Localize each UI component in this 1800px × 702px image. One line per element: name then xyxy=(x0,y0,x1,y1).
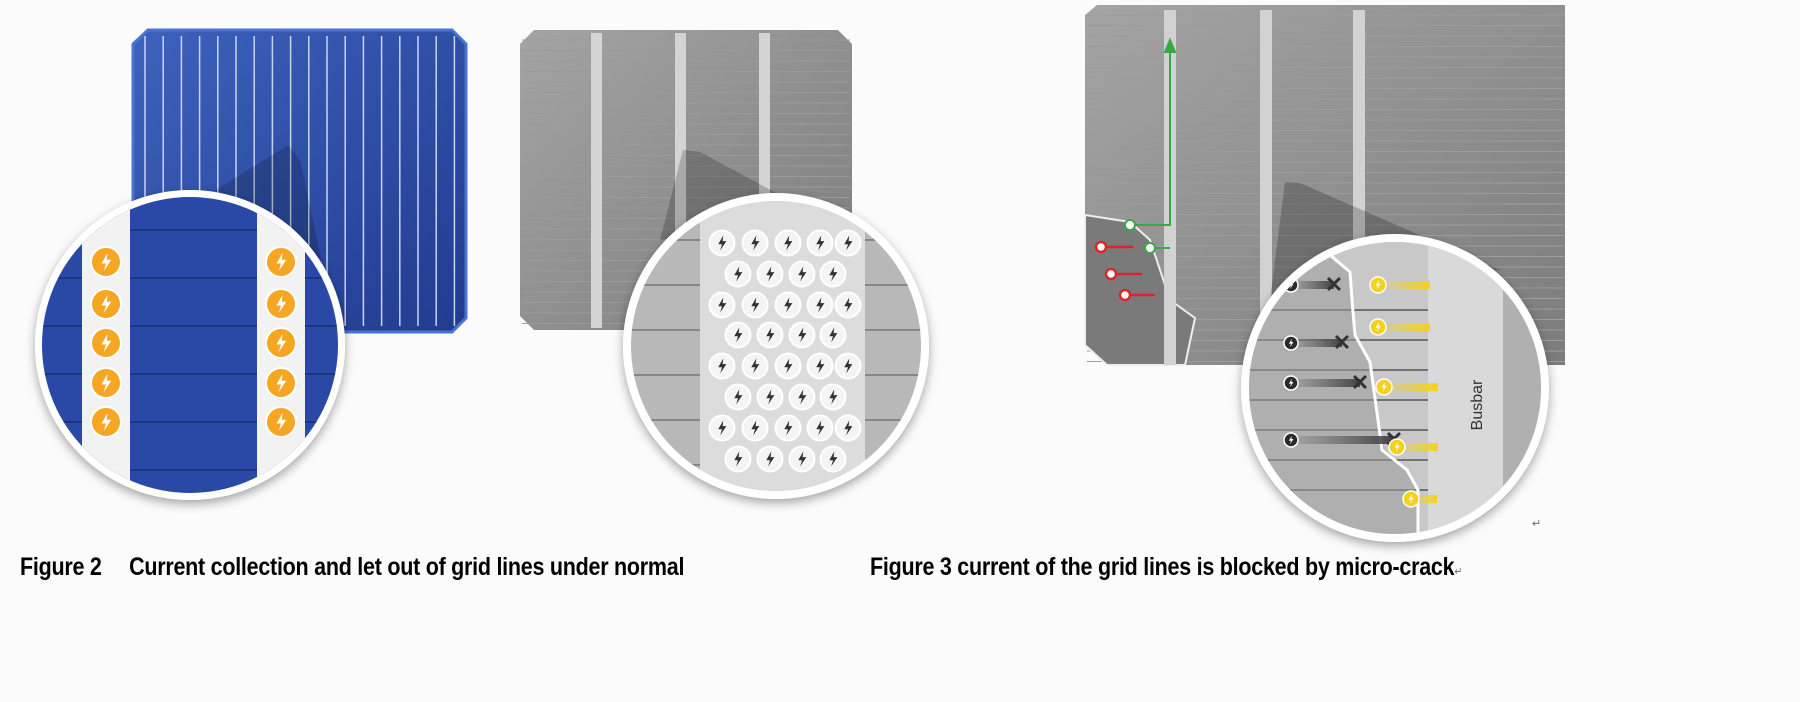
white-current-icon xyxy=(806,229,834,257)
white-current-icon xyxy=(756,445,784,473)
white-current-icon xyxy=(774,352,802,380)
orange-current-icon xyxy=(90,406,122,438)
white-current-icon xyxy=(834,291,862,319)
white-current-icon xyxy=(788,445,816,473)
white-current-icon xyxy=(819,445,847,473)
white-current-icon xyxy=(724,321,752,349)
white-current-icon xyxy=(708,291,736,319)
blocked-current-icon xyxy=(1283,432,1299,448)
yellow-current-icon xyxy=(1388,438,1406,456)
yellow-current-icon xyxy=(1369,276,1387,294)
micro-crack-line xyxy=(1323,242,1420,534)
caption-text: Current collection and let out of grid l… xyxy=(129,553,685,581)
current-flow-trail xyxy=(1385,281,1430,289)
blocked-current-trail xyxy=(1290,339,1342,347)
white-current-icon xyxy=(756,383,784,411)
blocked-x-icon: ✕ xyxy=(1333,330,1351,355)
white-current-icon xyxy=(708,352,736,380)
white-current-icon xyxy=(756,260,784,288)
white-current-icon xyxy=(834,414,862,442)
current-flow-trail xyxy=(1411,495,1437,503)
blocked-current-icon xyxy=(1283,335,1299,351)
white-current-icon xyxy=(741,291,769,319)
white-current-icon xyxy=(788,260,816,288)
orange-current-icon xyxy=(90,288,122,320)
orange-current-icon xyxy=(265,288,297,320)
white-current-icon xyxy=(741,352,769,380)
busbar xyxy=(1260,10,1272,365)
magnifier-cracked: ✕✕✕✕ Busbar xyxy=(1241,234,1549,542)
busbar-zoomed xyxy=(1428,242,1503,534)
yellow-current-icon xyxy=(1375,378,1393,396)
white-current-icon xyxy=(724,260,752,288)
orange-current-icon xyxy=(265,327,297,359)
figure-number: Figure 3 xyxy=(870,553,952,581)
blocked-x-icon: ✕ xyxy=(1351,370,1369,395)
figure-number: Figure 2 xyxy=(20,553,102,581)
busbar xyxy=(759,33,770,328)
blocked-current-icon xyxy=(1283,375,1299,391)
orange-current-icon xyxy=(265,367,297,399)
white-current-icon xyxy=(774,229,802,257)
white-current-icon xyxy=(756,321,784,349)
white-current-icon xyxy=(819,321,847,349)
blocked-current-trail xyxy=(1290,379,1360,387)
orange-current-icon xyxy=(90,246,122,278)
cracked-side xyxy=(1249,242,1418,534)
white-current-icon xyxy=(806,414,834,442)
busbar xyxy=(591,33,602,328)
paragraph-mark: ↵ xyxy=(1454,566,1462,578)
figure-3-caption: Figure 3 current of the grid lines is bl… xyxy=(870,553,1462,582)
magnifier-gray xyxy=(623,193,929,499)
orange-current-icon xyxy=(265,406,297,438)
white-current-icon xyxy=(708,414,736,442)
white-current-icon xyxy=(724,445,752,473)
yellow-current-icon xyxy=(1369,318,1387,336)
white-current-icon xyxy=(834,229,862,257)
magnifier-blue xyxy=(35,190,345,500)
yellow-current-icon xyxy=(1402,490,1420,508)
white-current-icon xyxy=(806,291,834,319)
white-current-icon xyxy=(819,260,847,288)
white-current-icon xyxy=(741,229,769,257)
white-current-icon xyxy=(708,229,736,257)
white-current-icon xyxy=(788,321,816,349)
white-current-icon xyxy=(741,414,769,442)
orange-current-icon xyxy=(90,327,122,359)
current-flow-trail xyxy=(1378,323,1430,331)
green-current-path xyxy=(1124,37,1177,254)
caption-text: current of the grid lines is blocked by … xyxy=(957,553,1455,581)
blocked-current-paths xyxy=(1094,240,1155,302)
current-flow-trail xyxy=(1384,383,1438,391)
white-current-icon xyxy=(774,291,802,319)
current-flow-trail xyxy=(1397,443,1438,451)
figure-2-caption: Figure 2 Current collection and let out o… xyxy=(20,553,684,582)
white-current-icon xyxy=(788,383,816,411)
busbar xyxy=(675,33,686,328)
white-current-icon xyxy=(806,352,834,380)
busbar-label: Busbar xyxy=(1469,379,1486,430)
orange-current-icon xyxy=(265,246,297,278)
blocked-current-trail xyxy=(1290,436,1394,444)
white-current-icon xyxy=(819,383,847,411)
paragraph-mark: ↵ xyxy=(1532,518,1542,530)
white-current-icon xyxy=(834,352,862,380)
white-current-icon xyxy=(724,383,752,411)
orange-current-icon xyxy=(90,367,122,399)
white-current-icon xyxy=(774,414,802,442)
blocked-current-trail xyxy=(1290,281,1334,289)
blocked-x-icon: ✕ xyxy=(1325,272,1343,297)
